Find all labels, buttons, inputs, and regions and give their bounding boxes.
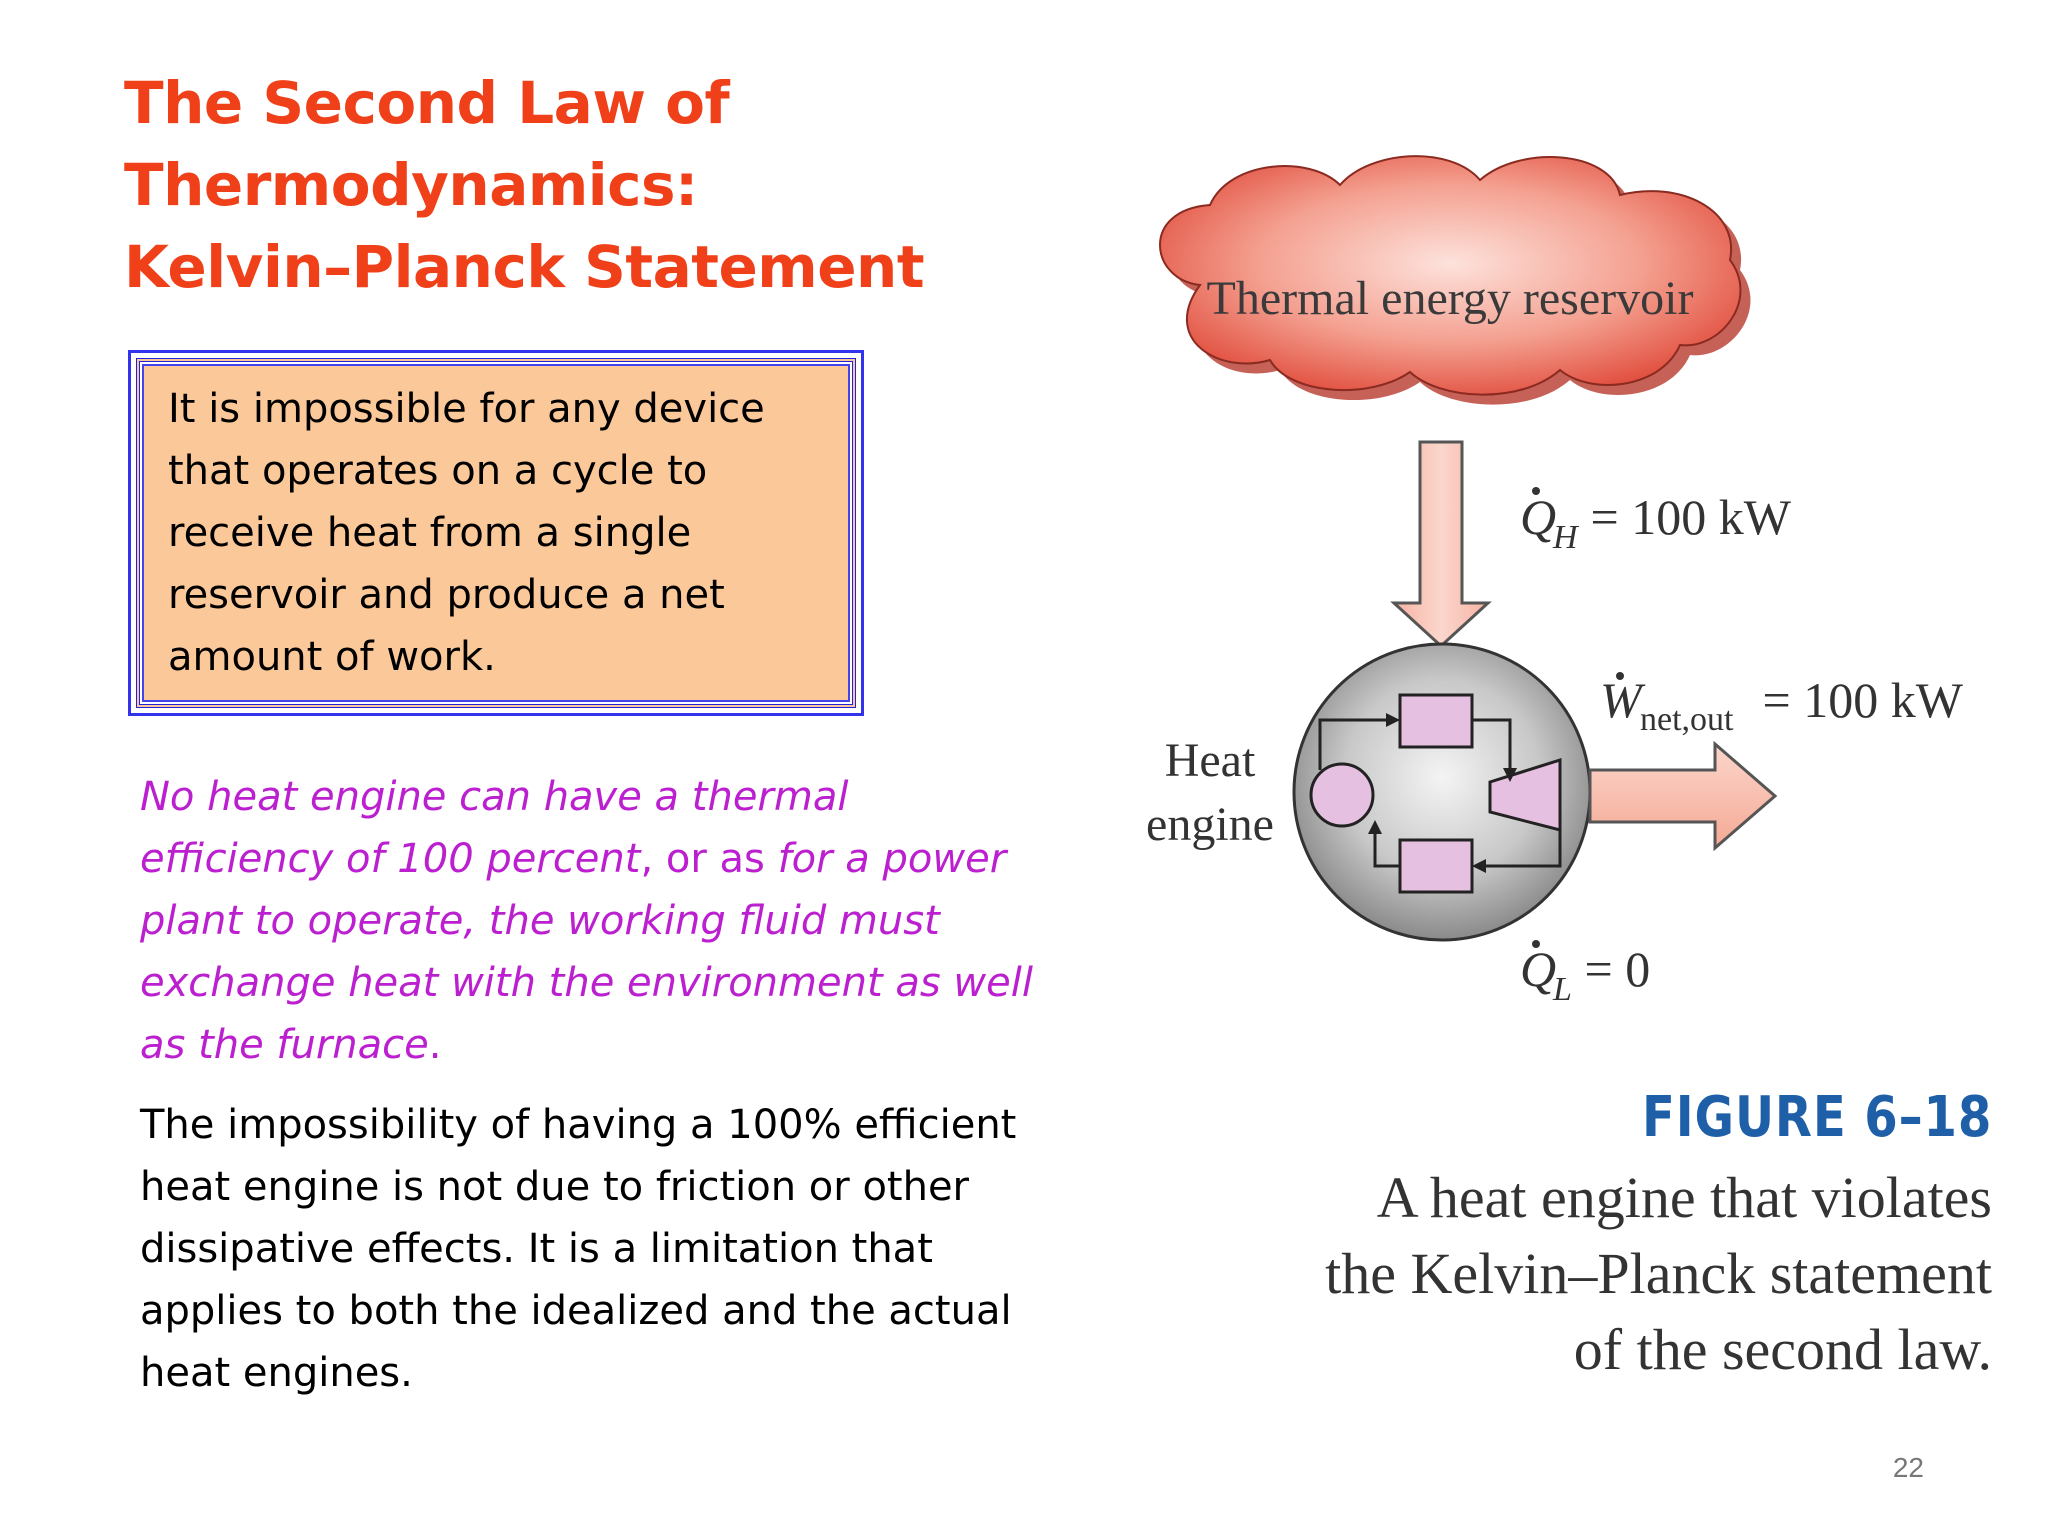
purple-text: for a power — [777, 836, 1007, 882]
engine-label-1: Heat — [1165, 734, 1256, 787]
purple-text: as the furnace — [140, 1022, 429, 1068]
purple-text-normal: . — [428, 1022, 442, 1068]
work-out-arrow — [1588, 740, 1778, 852]
ql-symbol: Q — [1520, 941, 1556, 997]
w-subscript: net,out — [1640, 701, 1734, 738]
black-paragraph: The impossibility of having a 100% effic… — [140, 1094, 1080, 1404]
black-line: heat engine is not due to friction or ot… — [140, 1164, 970, 1210]
w-value: = 100 kW — [1750, 672, 1964, 728]
black-line: dissipative effects. It is a limitation … — [140, 1226, 933, 1272]
figure-caption: A heat engine that violates the Kelvin–P… — [1325, 1160, 1992, 1388]
purple-line: exchange heat with the environment as we… — [140, 960, 1033, 1006]
statement-line: receive heat from a single — [168, 510, 692, 556]
ql-dot — [1532, 940, 1540, 948]
condenser-box — [1398, 838, 1474, 894]
cycle-line — [1318, 718, 1392, 770]
cycle-line — [1480, 830, 1562, 868]
qh-symbol: Q — [1520, 489, 1556, 545]
purple-text: efficiency of 100 percent — [140, 836, 641, 882]
cycle-line — [1373, 826, 1400, 868]
slide-title: The Second Law of Thermodynamics: Kelvin… — [124, 62, 925, 308]
statement-line: that operates on a cycle to — [168, 448, 708, 494]
w-symbol: W — [1600, 672, 1646, 728]
statement-box: It is impossible for any device that ope… — [128, 350, 864, 716]
title-line-1: The Second Law of — [124, 69, 730, 137]
purple-line: as the furnace. — [140, 1014, 1080, 1076]
pump-circle — [1309, 762, 1375, 828]
statement-line: It is impossible for any device — [168, 386, 765, 432]
ql-value: = 0 — [1572, 941, 1650, 997]
w-label: W net,out = 100 kW — [1600, 672, 1964, 738]
statement-line: reservoir and produce a net — [168, 572, 725, 618]
qh-value: = 100 kW — [1578, 489, 1792, 545]
heat-engine-diagram: Thermal energy reservoir Q H = 100 kW — [1146, 155, 1964, 1008]
engine-cycle — [1309, 693, 1562, 894]
boiler-box — [1398, 693, 1474, 749]
caption-line: A heat engine that violates — [1376, 1165, 1992, 1230]
heat-engine-figure: Thermal energy reservoir Q H = 100 kW — [1120, 150, 2020, 1400]
title-line-3: Kelvin–Planck Statement — [124, 233, 925, 301]
cycle-line — [1472, 718, 1512, 772]
ql-subscript: L — [1552, 971, 1572, 1008]
black-line: applies to both the idealized and the ac… — [140, 1288, 1012, 1334]
reservoir-cloud — [1159, 155, 1751, 405]
qh-subscript: H — [1552, 519, 1580, 556]
qh-label: Q H = 100 kW — [1520, 487, 1792, 556]
purple-text-normal: , or as — [640, 836, 778, 882]
heat-in-arrow — [1390, 440, 1492, 649]
black-line: The impossibility of having a 100% effic… — [140, 1102, 1017, 1148]
purple-line: No heat engine can have a thermal — [140, 774, 849, 820]
cycle-arrowheads — [1368, 713, 1517, 873]
slide-number: 22 — [1892, 1452, 1924, 1483]
statement-box-inner: It is impossible for any device that ope… — [136, 358, 856, 708]
caption-line: of the second law. — [1573, 1317, 1992, 1382]
purple-paragraph: No heat engine can have a thermal effici… — [140, 766, 1080, 1076]
caption-line: the Kelvin–Planck statement — [1325, 1241, 1992, 1306]
statement-text: It is impossible for any device that ope… — [168, 378, 832, 688]
reservoir-label: Thermal energy reservoir — [1207, 272, 1694, 325]
qh-dot — [1532, 487, 1540, 495]
purple-line: efficiency of 100 percent, or as for a p… — [140, 828, 1080, 890]
engine-label-2: engine — [1146, 798, 1274, 851]
figure-title: FIGURE 6–18 — [1641, 1085, 1992, 1150]
statement-line: amount of work. — [168, 634, 496, 680]
purple-line: plant to operate, the working fluid must — [140, 898, 940, 944]
black-line: heat engines. — [140, 1350, 413, 1396]
title-line-2: Thermodynamics: — [124, 151, 698, 219]
ql-label: Q L = 0 — [1520, 940, 1650, 1008]
w-dot — [1616, 672, 1624, 680]
